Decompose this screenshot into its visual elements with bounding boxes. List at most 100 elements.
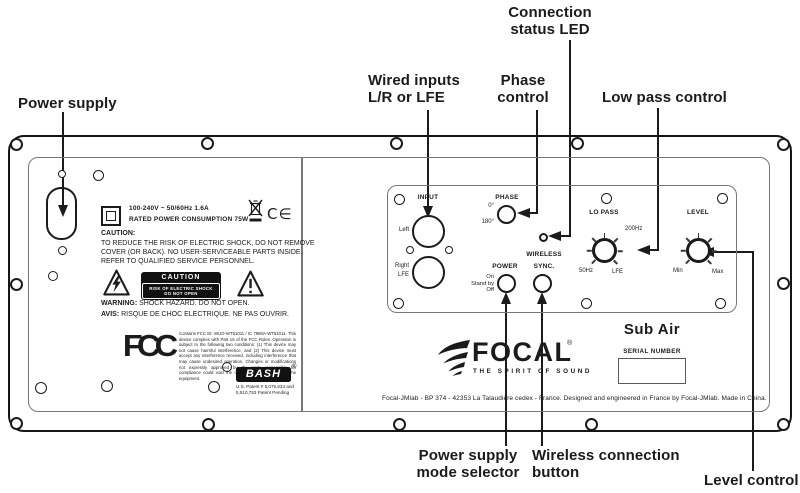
screw-icon (58, 170, 66, 178)
screw-icon (570, 136, 584, 150)
screw-icon (406, 246, 414, 254)
screw-icon (389, 136, 403, 150)
screw-icon (9, 277, 23, 291)
fcc-logo: FCC (122, 328, 178, 363)
wired-inputs-callout-line (427, 110, 429, 207)
screw-icon (393, 193, 405, 205)
lopass-50hz-label: 50Hz (579, 268, 594, 274)
connection-status-led (538, 232, 548, 242)
power-standby-label: Stand by (471, 280, 494, 287)
caution-box-line2: DO NOT OPEN (164, 291, 198, 296)
electric-shock-triangle-icon (103, 269, 130, 296)
rca-jack-left[interactable] (412, 215, 445, 248)
warning-word: WARNING: (101, 300, 138, 307)
lopass-label: LO PASS (589, 209, 619, 216)
callout-wired-inputs: Wired inputs L/R or LFE (368, 72, 460, 106)
patent-text: U.S. Patent # 5,075,634 and 5,510,753 Pa… (236, 384, 294, 395)
ratings-consumption: RATED POWER CONSUMPTION 75W (129, 216, 249, 223)
screw-icon (201, 417, 215, 431)
power-label: POWER (492, 262, 518, 270)
level-knob[interactable] (680, 232, 717, 269)
wireless-sync-label-1: WIRELESS (526, 251, 562, 258)
power-off-label: Off (486, 287, 494, 293)
phase-180-label: 180° (481, 219, 494, 225)
lowpass-arrow-icon (637, 244, 650, 255)
footer-text: Focal-JMlab - BP 374 - 42353 La Talaudiè… (382, 395, 767, 402)
screw-icon (776, 417, 790, 431)
lopass-knob[interactable] (586, 232, 623, 269)
bash-logo: BASH (236, 367, 291, 382)
callout-connection-status-led: Connection status LED (508, 4, 592, 38)
callout-level-control: Level control (704, 472, 799, 489)
screw-icon (92, 169, 104, 181)
wired-inputs-arrow-icon (423, 206, 433, 218)
serial-number-box (618, 358, 686, 384)
exclamation-triangle-icon (237, 270, 264, 297)
screw-icon (392, 417, 406, 431)
power-mode-callout-line (505, 303, 507, 446)
screw-icon (445, 246, 453, 254)
screw-icon (101, 380, 113, 392)
warning-line: WARNING: SHOCK HAZARD. DO NOT OPEN. (101, 300, 249, 307)
double-insulation-icon (101, 206, 121, 226)
input-lfe-label: LFE (397, 272, 409, 278)
control-sub-panel (387, 185, 737, 313)
focal-tagline: THE SPIRIT OF SOUND (473, 368, 593, 375)
focal-swirl-icon (438, 340, 470, 376)
input-left-label: Left (398, 227, 409, 233)
ce-mark-icon: C∈ (267, 205, 293, 223)
avis-text: RISQUE DE CHOC ELECTRIQUE. NE PAS OUVRIR… (119, 311, 289, 318)
input-label: INPUT (417, 194, 439, 201)
warning-text: SHOCK HAZARD. DO NOT OPEN. (137, 300, 250, 307)
wireless-arrow-icon (537, 292, 547, 304)
phase-knob[interactable] (497, 205, 516, 224)
caution-box: CAUTION RISK OF ELECTRIC SHOCK DO NOT OP… (141, 272, 221, 300)
focal-logo: FOCAL (472, 337, 573, 367)
phase-0-label: 0° (488, 203, 494, 209)
screw-icon (600, 192, 612, 204)
led-arrow-icon (548, 231, 561, 241)
callout-power-mode-selector: Power supply mode selector (416, 447, 520, 481)
screw-icon (9, 416, 23, 430)
ratings-voltage: 100-240V ~ 50/60Hz 1.6A (129, 205, 209, 212)
avis-line: AVIS: RISQUE DE CHOC ELECTRIQUE. NE PAS … (101, 311, 289, 318)
caution-box-line1: RISK OF ELECTRIC SHOCK (149, 285, 213, 291)
power-supply-callout-line (62, 112, 64, 206)
callout-wireless-connection-button: Wireless connection button (532, 447, 680, 481)
led-callout-line (569, 40, 571, 237)
lowpass-callout-line-h (650, 248, 659, 251)
screw-icon (392, 297, 404, 309)
screw-icon (580, 297, 592, 309)
serial-number-label: SERIAL NUMBER (623, 348, 681, 355)
screw-icon (716, 192, 728, 204)
power-mode-selector[interactable] (497, 274, 516, 293)
screw-icon (35, 382, 47, 394)
callout-phase-control: Phase control (497, 72, 549, 106)
amplifier-plate (8, 135, 792, 432)
screw-icon (584, 417, 598, 431)
screw-icon (48, 271, 58, 281)
bash-registered-mark: ® (292, 364, 297, 370)
wireless-sync-button[interactable] (533, 274, 552, 293)
level-max-label: Max (712, 269, 724, 275)
phase-label: PHASE (495, 194, 519, 201)
power-inlet (46, 187, 77, 240)
screw-icon (222, 362, 232, 372)
power-on-label: On (486, 274, 494, 280)
rca-jack-right-lfe[interactable] (412, 256, 445, 289)
product-name: Sub Air (623, 321, 681, 338)
focal-registered-mark: ® (567, 340, 573, 347)
plate-divider (301, 157, 303, 412)
lopass-lfe-label: LFE (612, 269, 624, 275)
caution-text: TO REDUCE THE RISK OF ELECTRIC SHOCK, DO… (101, 239, 315, 265)
weee-bin-icon (248, 199, 263, 222)
screw-icon (714, 297, 726, 309)
caution-heading: CAUTION: (101, 230, 136, 237)
level-min-label: Min (673, 268, 683, 274)
wireless-sync-label-2: SYNC. (533, 262, 555, 270)
input-right-label: Right (394, 263, 409, 269)
avis-word: AVIS: (101, 311, 120, 318)
level-callout-line-h (713, 250, 754, 253)
callout-low-pass-control: Low pass control (602, 89, 727, 106)
